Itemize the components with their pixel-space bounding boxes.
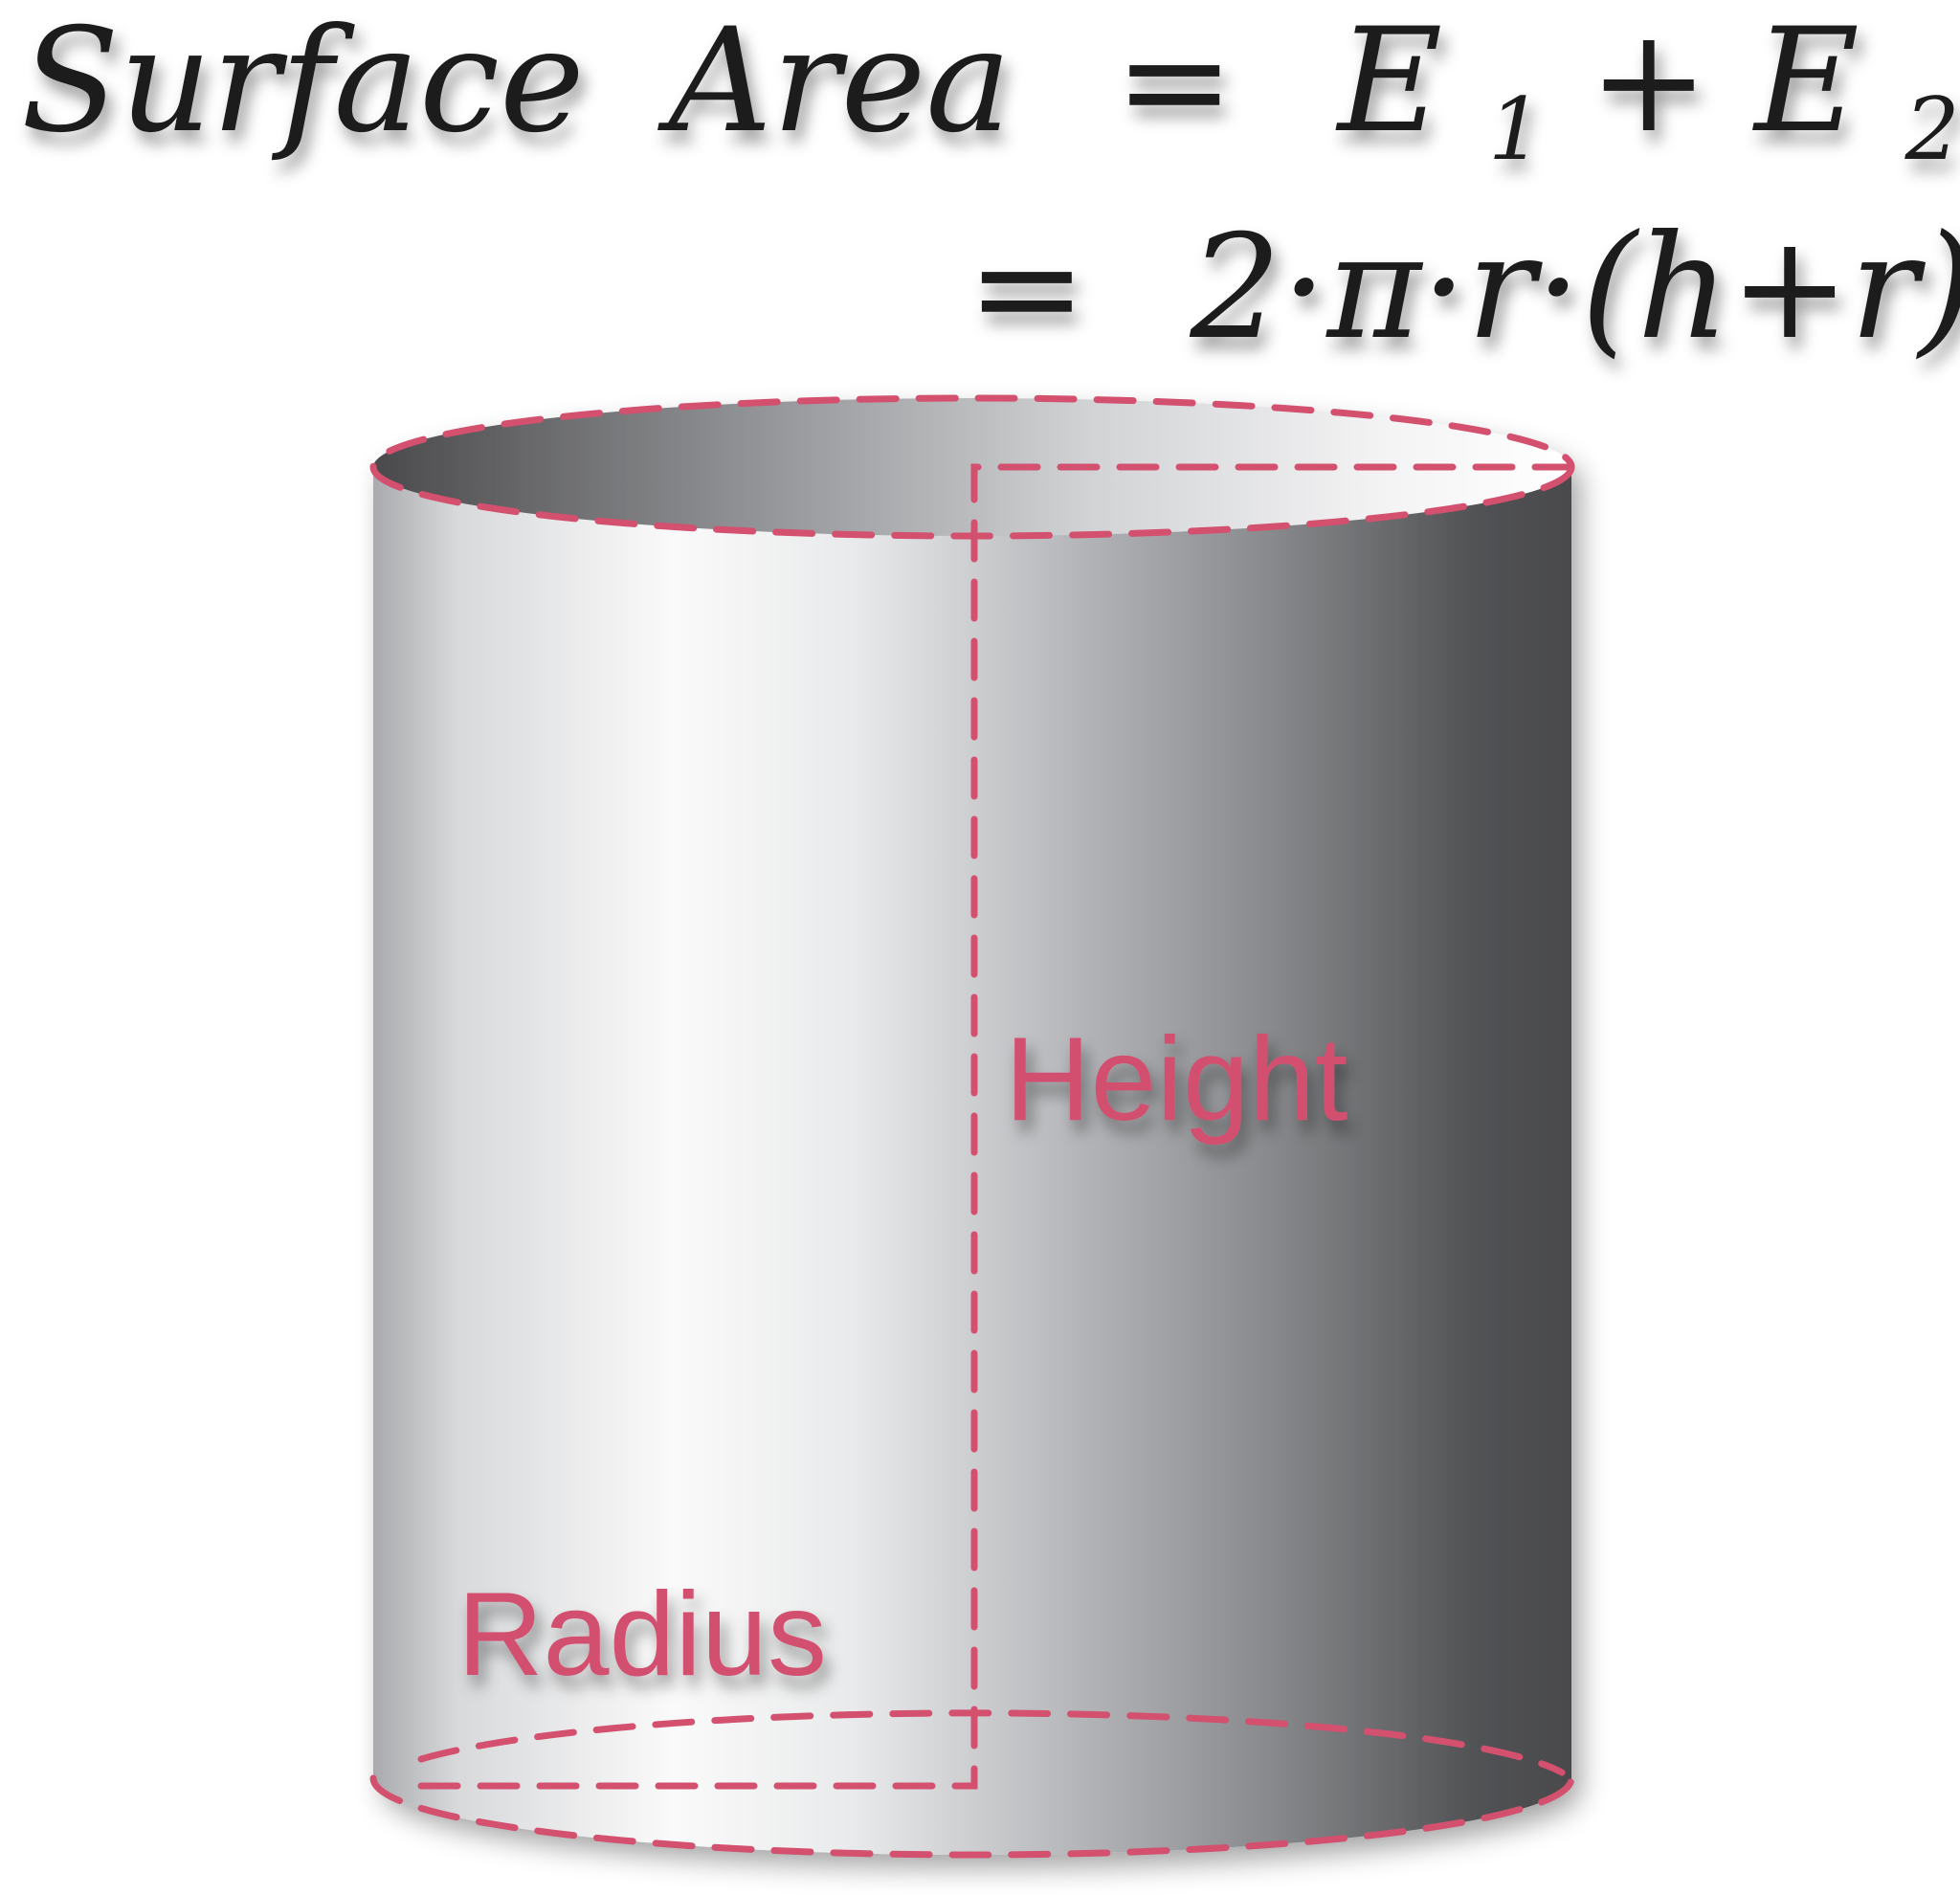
formula-equals-3: = xyxy=(967,205,1087,371)
height-label: Height xyxy=(1005,1014,1348,1146)
formula-line-2: = 2·π·r·(h+r) xyxy=(967,205,1960,371)
radius-label: Radius xyxy=(457,1569,827,1701)
formula-e1: E xyxy=(1335,0,1443,165)
formula-e1-subscript: 1 xyxy=(1488,79,1543,180)
formula-e2: E xyxy=(1751,0,1860,165)
bottom-front-rim-dashed xyxy=(369,1774,1575,1859)
formula-word-area: Area xyxy=(657,0,1011,165)
formula-plus-1: + xyxy=(1589,0,1709,165)
formula-equals-1: = xyxy=(1114,0,1235,165)
cylinder-side-surface xyxy=(373,467,1571,1855)
height-indicator-dashed xyxy=(417,463,1575,1790)
formula-result: 2·π·r·(h+r) xyxy=(1189,205,1960,371)
bottom-back-rim-dashed xyxy=(417,1709,1566,1776)
formula-word-surface: Surface xyxy=(21,0,585,165)
formula-line-1: Surface Area = E 1 + E 2 + E 3 = xyxy=(21,0,1960,193)
formula-e2-subscript: 2 xyxy=(1904,79,1959,180)
